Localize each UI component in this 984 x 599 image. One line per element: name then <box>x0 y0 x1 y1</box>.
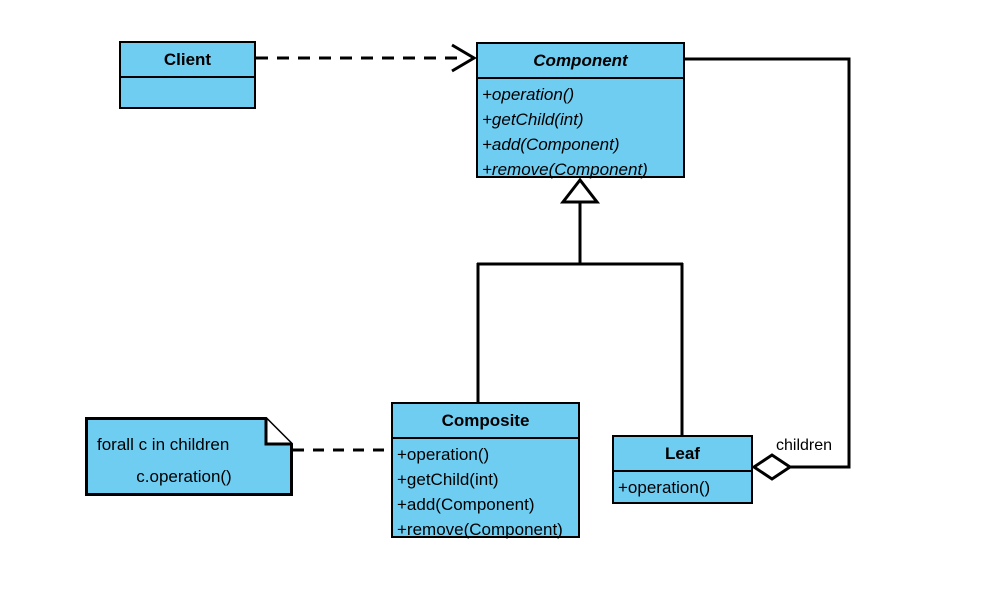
note-folded-corner-icon <box>264 418 292 446</box>
edge-aggregation-children <box>685 57 851 481</box>
class-title-component: Component <box>478 44 683 79</box>
member-add: +add(Component) <box>397 495 535 514</box>
class-box-composite[interactable]: Composite +operation() +getChild(int) +a… <box>391 402 580 539</box>
member-operation: +operation() <box>397 445 490 464</box>
member-add: +add(Component) <box>482 135 620 154</box>
note-line-2: c.operation() <box>136 467 232 486</box>
note-shape <box>85 417 293 496</box>
member-getchild: +getChild(int) <box>482 110 584 129</box>
note-text: forall c in children c.operation() <box>85 417 293 496</box>
edge-generalization-tree <box>476 177 684 436</box>
member-operation: +operation() <box>482 85 575 104</box>
edge-label-children: children <box>776 437 833 454</box>
class-title-client: Client <box>121 43 254 78</box>
class-title-composite: Composite <box>393 404 578 439</box>
member-getchild: +getChild(int) <box>397 470 499 489</box>
note-line-1: forall c in children <box>97 435 230 454</box>
class-box-leaf[interactable]: Leaf +operation() <box>612 435 753 504</box>
class-members-leaf: +operation() <box>614 472 751 503</box>
dependency-open-arrowhead <box>451 43 477 73</box>
note-composite-operation[interactable]: forall c in children c.operation() <box>85 417 293 496</box>
aggregation-path <box>685 57 851 469</box>
member-remove: +remove(Component) <box>482 160 648 179</box>
class-box-component[interactable]: Component +operation() +getChild(int) +a… <box>476 42 685 179</box>
note-body <box>85 417 293 496</box>
class-members-composite: +operation() +getChild(int) +add(Compone… <box>393 439 578 545</box>
class-members-client <box>121 78 254 107</box>
class-members-component: +operation() +getChild(int) +add(Compone… <box>478 79 683 185</box>
aggregation-hollow-diamond <box>751 453 793 481</box>
edge-client-dependency <box>256 43 477 73</box>
class-box-client[interactable]: Client <box>119 41 256 109</box>
member-remove: +remove(Component) <box>397 520 563 539</box>
class-title-leaf: Leaf <box>614 437 751 472</box>
member-operation: +operation() <box>618 478 711 497</box>
